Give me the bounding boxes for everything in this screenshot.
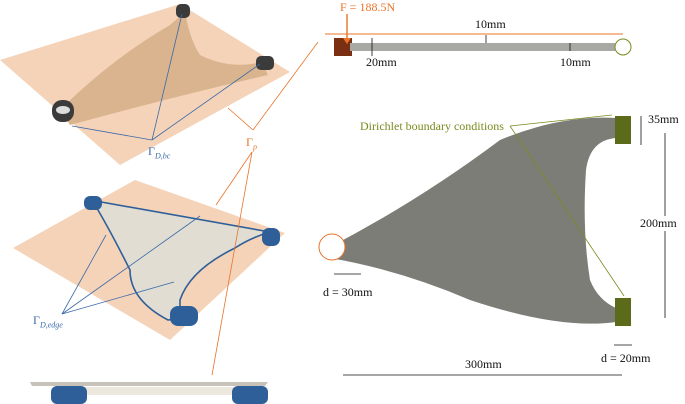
label-thickness-left: 20mm [366,55,397,69]
mesh-wishbone [330,117,616,324]
label-span-vertical: 200mm [640,216,677,231]
load-block [334,38,352,56]
bushing-top-right [176,4,190,18]
bushing-mid-right [256,56,274,70]
label-gamma-d-bc: ΓD,bc [148,144,171,161]
part-top [60,12,268,125]
label-d-left: d = 30mm [323,285,373,299]
label-force: F = 188.5N [340,0,396,14]
part-side [30,382,268,386]
bushing-bottom-mesh [615,298,631,326]
label-gamma-p: Γp [246,135,257,152]
label-thickness-right: 10mm [560,55,591,69]
label-dirichlet: Dirichlet boundary conditions [360,119,504,133]
label-thickness-top: 10mm [475,17,506,31]
label-gamma-d-edge: ΓD,edge [33,313,63,330]
label-d-right: d = 20mm [601,351,651,365]
label-bushing-height: 35mm [648,112,679,126]
bushing-top-mesh [615,116,631,144]
label-span-horizontal: 300mm [465,357,502,371]
